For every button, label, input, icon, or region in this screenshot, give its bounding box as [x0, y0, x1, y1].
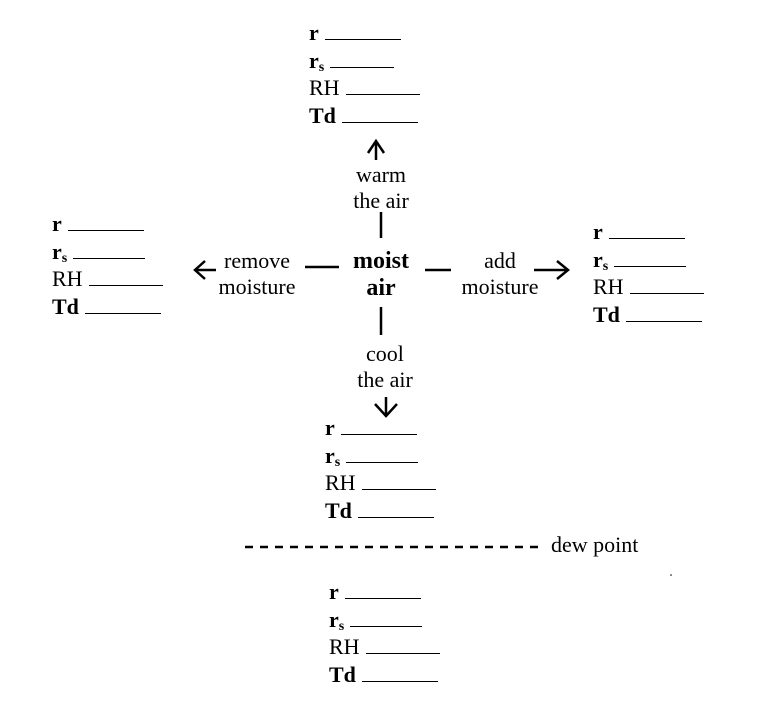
- center-line1: moist: [353, 248, 409, 274]
- blank-r[interactable]: [608, 220, 685, 239]
- var-rs: rs: [593, 246, 609, 274]
- blank-rh[interactable]: [365, 635, 440, 654]
- var-rs: rs: [329, 606, 345, 634]
- cool-line2: the air: [357, 367, 413, 392]
- blank-rs[interactable]: [614, 248, 687, 267]
- var-rs: rs: [52, 238, 68, 266]
- remove-line1: remove: [224, 248, 290, 273]
- blank-rh[interactable]: [361, 471, 436, 490]
- blank-rh[interactable]: [88, 267, 163, 286]
- vars-bottom: r rs RH Td: [325, 414, 436, 524]
- blank-td[interactable]: [341, 104, 418, 123]
- remove-label: remove moisture: [206, 248, 308, 300]
- var-rh: RH: [593, 274, 624, 299]
- var-rh: RH: [52, 266, 83, 291]
- warm-line2: the air: [353, 188, 409, 213]
- center-line2: air: [366, 275, 396, 301]
- vars-left: r rs RH Td: [52, 210, 163, 320]
- var-rh: RH: [325, 470, 356, 495]
- var-rh: RH: [329, 634, 360, 659]
- var-r: r: [593, 219, 603, 244]
- var-td: Td: [309, 102, 336, 128]
- remove-line2: moisture: [218, 274, 296, 299]
- var-td: Td: [329, 661, 356, 687]
- blank-rh[interactable]: [345, 76, 420, 95]
- vars-right: r rs RH Td: [593, 218, 704, 328]
- warm-line1: warm: [355, 162, 407, 187]
- var-rs: rs: [309, 47, 325, 75]
- var-r: r: [309, 20, 319, 45]
- blank-td[interactable]: [625, 303, 702, 322]
- var-r: r: [325, 415, 335, 440]
- blank-rs[interactable]: [350, 608, 423, 627]
- blank-r[interactable]: [344, 580, 421, 599]
- var-rh: RH: [309, 75, 340, 100]
- var-td: Td: [325, 497, 352, 523]
- blank-rh[interactable]: [629, 275, 704, 294]
- var-r: r: [329, 579, 339, 604]
- vars-top: r rs RH Td: [309, 19, 420, 129]
- add-line1: add: [484, 248, 516, 273]
- warm-label: warm the air: [338, 162, 424, 214]
- vars-below-dew: r rs RH Td: [329, 578, 440, 688]
- cool-line1: cool: [366, 341, 404, 366]
- var-td: Td: [593, 301, 620, 327]
- blank-rs[interactable]: [330, 49, 395, 68]
- cool-label: cool the air: [342, 341, 428, 393]
- dew-point-label: dew point: [551, 532, 639, 557]
- blank-td[interactable]: [357, 499, 434, 518]
- blank-r[interactable]: [324, 21, 401, 40]
- center-label: moist air: [338, 248, 424, 302]
- blank-td[interactable]: [84, 295, 161, 314]
- blank-rs[interactable]: [73, 240, 146, 259]
- blank-r[interactable]: [67, 212, 144, 231]
- add-label: add moisture: [452, 248, 548, 300]
- blank-r[interactable]: [340, 416, 417, 435]
- blank-rs[interactable]: [346, 444, 419, 463]
- blank-td[interactable]: [361, 663, 438, 682]
- var-r: r: [52, 211, 62, 236]
- add-line2: moisture: [461, 274, 539, 299]
- var-td: Td: [52, 293, 79, 319]
- var-rs: rs: [325, 442, 341, 470]
